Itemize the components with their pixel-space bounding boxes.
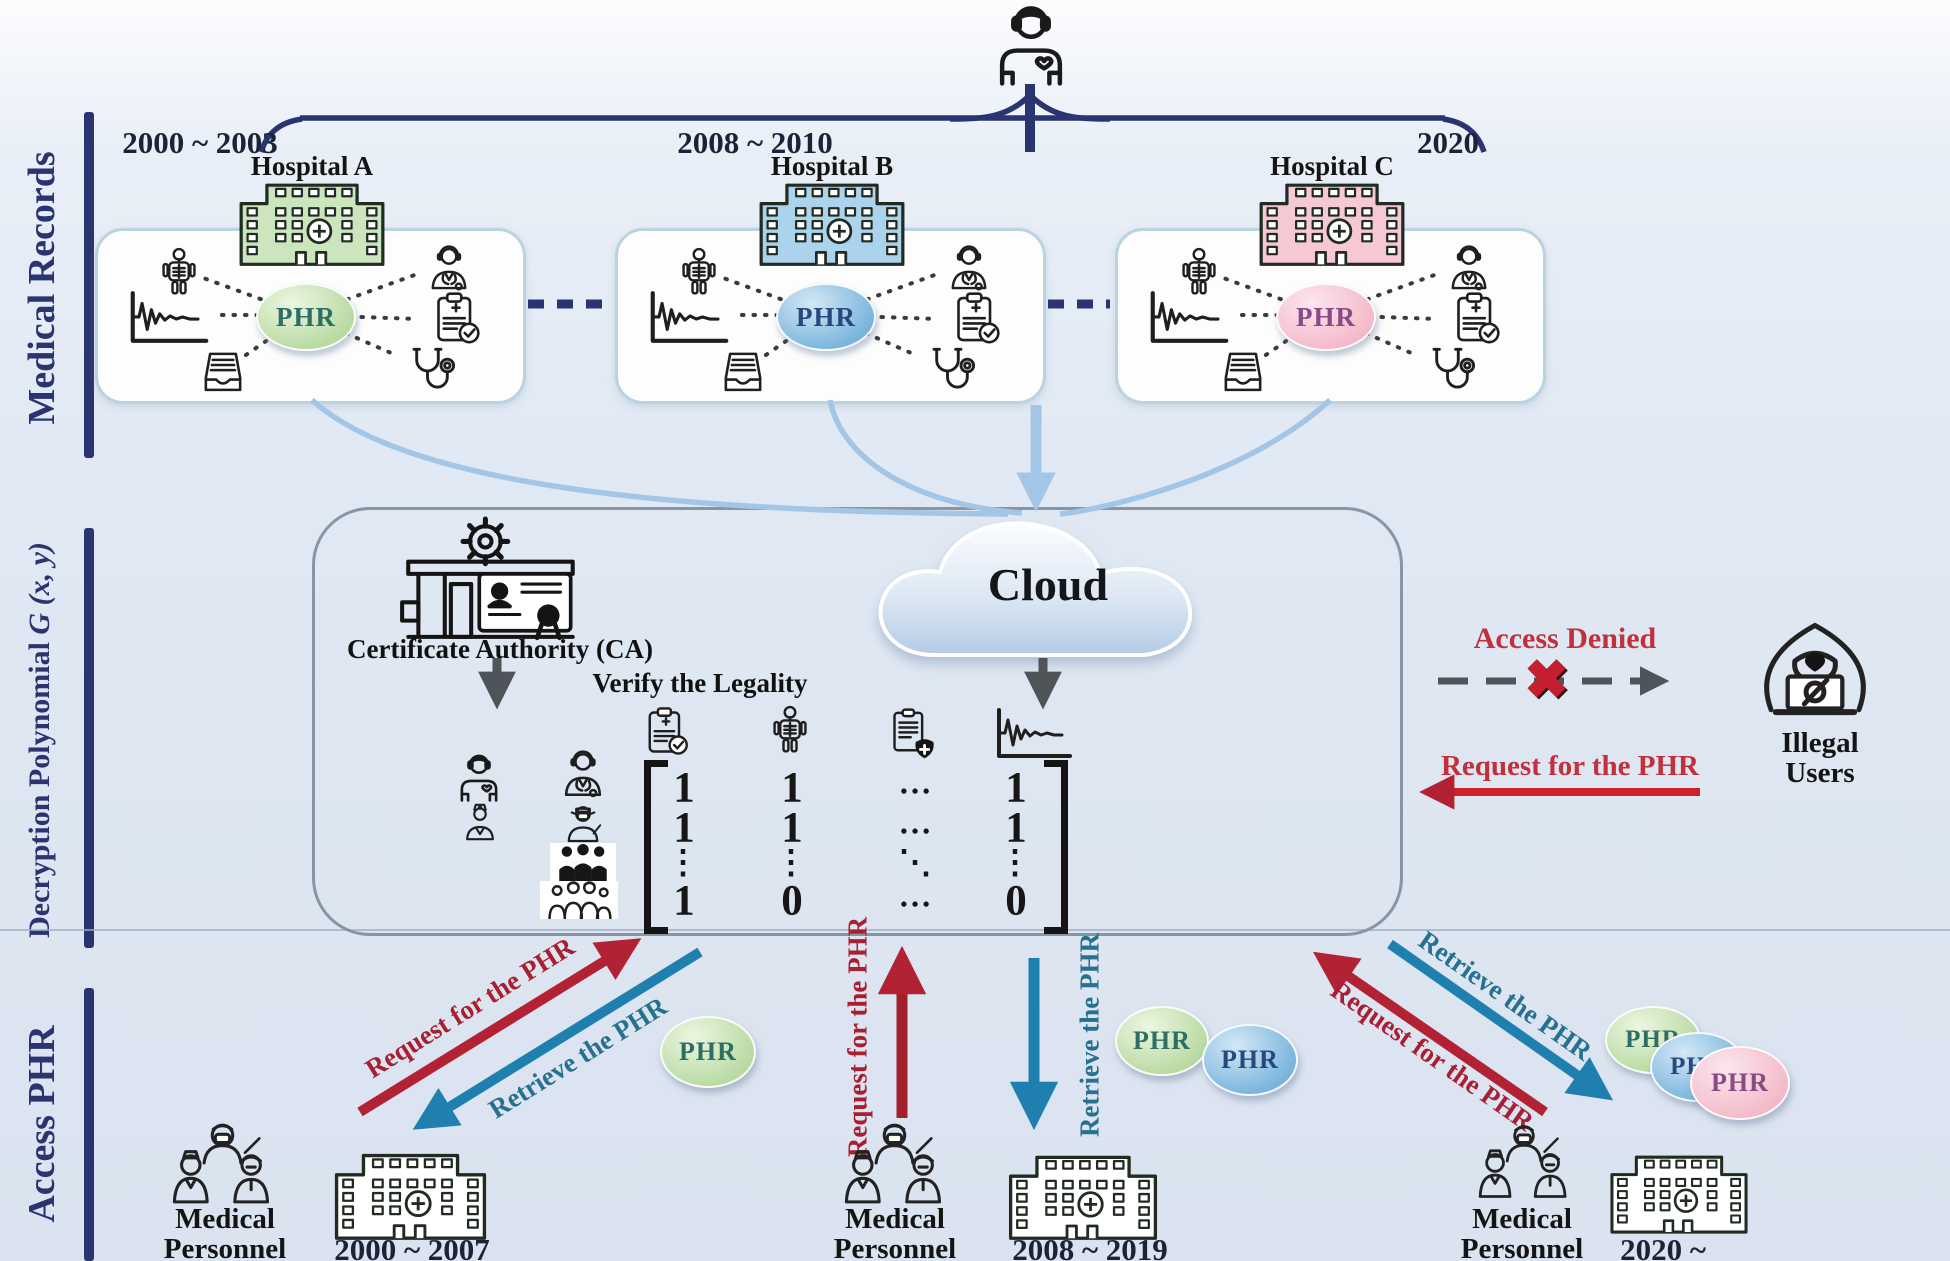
phr-label: PHR xyxy=(1221,1045,1279,1074)
phr-label: PHR xyxy=(1133,1026,1191,1055)
sidebar-bar-access-phr xyxy=(84,988,94,1261)
medical-personnel-icon xyxy=(832,1120,957,1208)
hacker-icon xyxy=(1735,610,1895,724)
access-period-2: 2008 ~ 2019 xyxy=(1012,1232,1168,1261)
retrieve-arrow-3 xyxy=(1387,939,1614,1101)
phr-bubble-hospital-b: PHR xyxy=(776,283,876,351)
medical-personnel-icon xyxy=(1468,1118,1580,1206)
request-arrow-3 xyxy=(1312,951,1548,1117)
matrix-cell: 0 xyxy=(1005,877,1027,925)
matrix-cell: … xyxy=(898,878,934,915)
family-icon xyxy=(540,881,618,919)
illegal-users-line1: Illegal xyxy=(1781,727,1859,759)
x-mark-icon: ✖ xyxy=(1524,650,1570,710)
matrix-cell: 1 xyxy=(673,804,695,852)
cloud-shape xyxy=(878,521,1193,657)
phr-label: PHR xyxy=(796,301,856,332)
period-label-3: 2020 xyxy=(1417,125,1479,160)
xray-skeleton-icon xyxy=(764,704,816,758)
phr-bubble-hospital-a: PHR xyxy=(256,283,356,351)
personnel-line1: Medical xyxy=(175,1203,275,1235)
matrix-cell: 0 xyxy=(781,877,803,925)
matrix-cell: 1 xyxy=(781,804,803,852)
ecg-waveform-icon xyxy=(992,706,1076,762)
retrieve-arrow-1 xyxy=(412,947,703,1130)
hospital-b-building-icon xyxy=(752,176,912,268)
cloud-label: Cloud xyxy=(987,559,1109,610)
patient-icon xyxy=(451,752,507,802)
request-arrow-1 xyxy=(357,938,642,1117)
doctor-icon xyxy=(546,750,620,804)
matrix-cell: ⋮ xyxy=(774,845,810,881)
clipboard-plus-icon xyxy=(886,708,942,760)
patient-icon xyxy=(972,2,1090,86)
period-label-1: 2000 ~ 2003 xyxy=(122,125,278,160)
personnel-line2: Personnel xyxy=(1460,1233,1584,1261)
certificate-authority-label: Certificate Authority (CA) xyxy=(347,634,653,664)
matrix-cell: 1 xyxy=(1005,764,1027,812)
matrix-cell: 1 xyxy=(1005,804,1027,852)
hospital-c-building-icon xyxy=(1252,176,1412,268)
clipboard-check-icon xyxy=(640,706,692,758)
phr-label: PHR xyxy=(276,301,336,332)
phr-bubble-pink: PHR xyxy=(1690,1046,1790,1120)
personnel-line2: Personnel xyxy=(163,1233,287,1261)
matrix-left-bracket xyxy=(644,760,668,934)
personnel-line2: Personnel xyxy=(833,1233,957,1261)
matrix-right-bracket xyxy=(1044,760,1068,934)
matrix-cell: … xyxy=(898,805,934,842)
phr-label: PHR xyxy=(1296,301,1356,332)
illegal-request-label: Request for the PHR xyxy=(1440,750,1699,782)
access-period-3: 2020 ~ xyxy=(1620,1232,1706,1261)
phr-bubble-green: PHR xyxy=(660,1016,756,1088)
hospital-a-building-icon xyxy=(232,176,392,268)
hospital-building-icon xyxy=(1002,1148,1164,1242)
matrix-cell: 1 xyxy=(781,764,803,812)
phr-bubble-hospital-c: PHR xyxy=(1276,283,1376,351)
personnel-line1: Medical xyxy=(1472,1203,1572,1235)
retrieve-label-2: Retrieve the PHR xyxy=(1074,933,1105,1137)
matrix-cell: … xyxy=(898,765,934,802)
section-divider xyxy=(0,929,1950,931)
hospital-a-name: Hospital A xyxy=(250,151,374,181)
nurse-icon xyxy=(453,802,507,842)
surgeon-icon xyxy=(545,802,621,844)
phr-label: PHR xyxy=(679,1037,737,1066)
patient-brace-connector xyxy=(258,84,1487,153)
phr-bubble-green: PHR xyxy=(1115,1006,1209,1076)
sidebar-bar-decryption xyxy=(84,528,94,948)
period-label-2: 2008 ~ 2010 xyxy=(677,125,833,160)
medical-personnel-icon xyxy=(160,1120,285,1208)
access-denied-label: Access Denied xyxy=(1473,622,1657,655)
illegal-users-line2: Users xyxy=(1785,757,1855,790)
records-to-cloud-arcs xyxy=(310,397,1332,517)
hospital-c-name: Hospital C xyxy=(1270,151,1394,181)
matrix-cell: 1 xyxy=(673,877,695,925)
hospital-b-name: Hospital B xyxy=(770,151,894,181)
certificate-authority-icon xyxy=(385,515,600,647)
hospital-building-icon xyxy=(328,1146,493,1242)
personnel-line1: Medical xyxy=(845,1203,945,1235)
matrix-cell: ⋮ xyxy=(666,845,702,881)
matrix-cell: ⋱ xyxy=(898,845,934,881)
verify-legality-label: Verify the Legality xyxy=(592,668,808,698)
phr-bubble-blue: PHR xyxy=(1202,1024,1298,1096)
sidebar-bar-medical-records xyxy=(84,112,94,458)
matrix-cell: ⋮ xyxy=(998,845,1034,881)
hospital-building-icon xyxy=(1605,1148,1753,1236)
access-period-1: 2000 ~ 2007 xyxy=(334,1232,490,1261)
matrix-cell: 1 xyxy=(673,764,695,812)
crowd-icon xyxy=(550,843,616,881)
phr-label: PHR xyxy=(1711,1068,1769,1097)
